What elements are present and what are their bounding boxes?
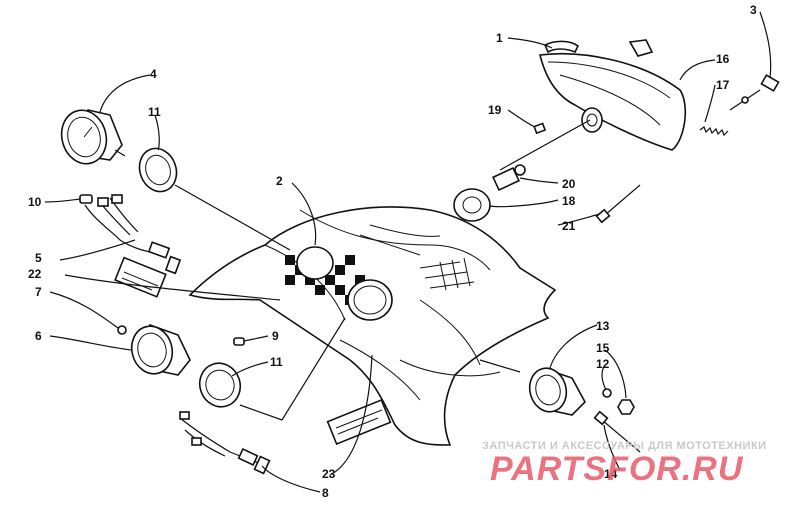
bolt-14 (593, 410, 641, 453)
callout-13: 13 (596, 319, 610, 333)
decal-22 (114, 256, 167, 298)
callout-20: 20 (562, 177, 576, 191)
callout-2: 2 (276, 174, 283, 188)
callout-7: 7 (35, 285, 42, 299)
callout-labels: 1 2 3 4 5 6 7 8 9 10 11 11 12 13 14 15 1… (28, 3, 757, 500)
wiring-harness-8 (179, 411, 271, 475)
callout-9: 9 (272, 329, 279, 343)
bezel-ring-lower (198, 362, 242, 408)
leader-lines (44, 11, 772, 493)
retaining-nut-18 (453, 188, 491, 222)
bulb-9 (233, 337, 245, 346)
callout-16: 16 (716, 52, 730, 66)
callout-18: 18 (562, 194, 576, 208)
speedometer-gauge (60, 109, 126, 165)
callout-11-upper: 11 (148, 105, 161, 119)
callout-22: 22 (28, 267, 42, 281)
callout-4: 4 (150, 67, 157, 81)
callout-19: 19 (488, 103, 502, 117)
bulb-socket-20 (492, 164, 526, 192)
callout-1: 1 (496, 31, 503, 45)
callout-6: 6 (35, 329, 42, 343)
callout-12: 12 (596, 357, 610, 371)
callout-21: 21 (562, 219, 576, 233)
hood-panel (188, 206, 557, 446)
callout-23: 23 (322, 467, 336, 481)
decal-23 (326, 398, 392, 446)
bulb-10 (79, 194, 93, 204)
callout-10: 10 (28, 195, 42, 209)
callout-17: 17 (716, 78, 730, 92)
watermark-tagline: ЗАПЧАСТИ И АКСЕССУАРЫ ДЛЯ МОТОТЕХНИКИ (482, 440, 767, 452)
washer-12 (602, 388, 612, 398)
bezel-ring-upper (138, 147, 178, 193)
callout-11-lower: 11 (270, 355, 283, 369)
screw-19 (533, 122, 547, 135)
callout-8: 8 (322, 486, 329, 500)
watermark: ЗАПЧАСТИ И АКСЕССУАРЫ ДЛЯ МОТОТЕХНИКИ PA… (482, 440, 767, 488)
bulb-7 (117, 325, 127, 335)
callout-5: 5 (35, 251, 42, 265)
callout-3: 3 (750, 3, 757, 17)
headlight-housing (539, 39, 780, 151)
callout-15: 15 (596, 341, 610, 355)
callout-14: 14 (604, 467, 618, 481)
screw-21 (595, 184, 641, 224)
nut-15 (617, 399, 635, 415)
wiring-harness-5 (84, 194, 182, 275)
tachometer-gauge (130, 323, 191, 376)
watermark-logo-text: PARTSFOR.RU (490, 450, 744, 488)
gauge-13 (528, 367, 586, 416)
